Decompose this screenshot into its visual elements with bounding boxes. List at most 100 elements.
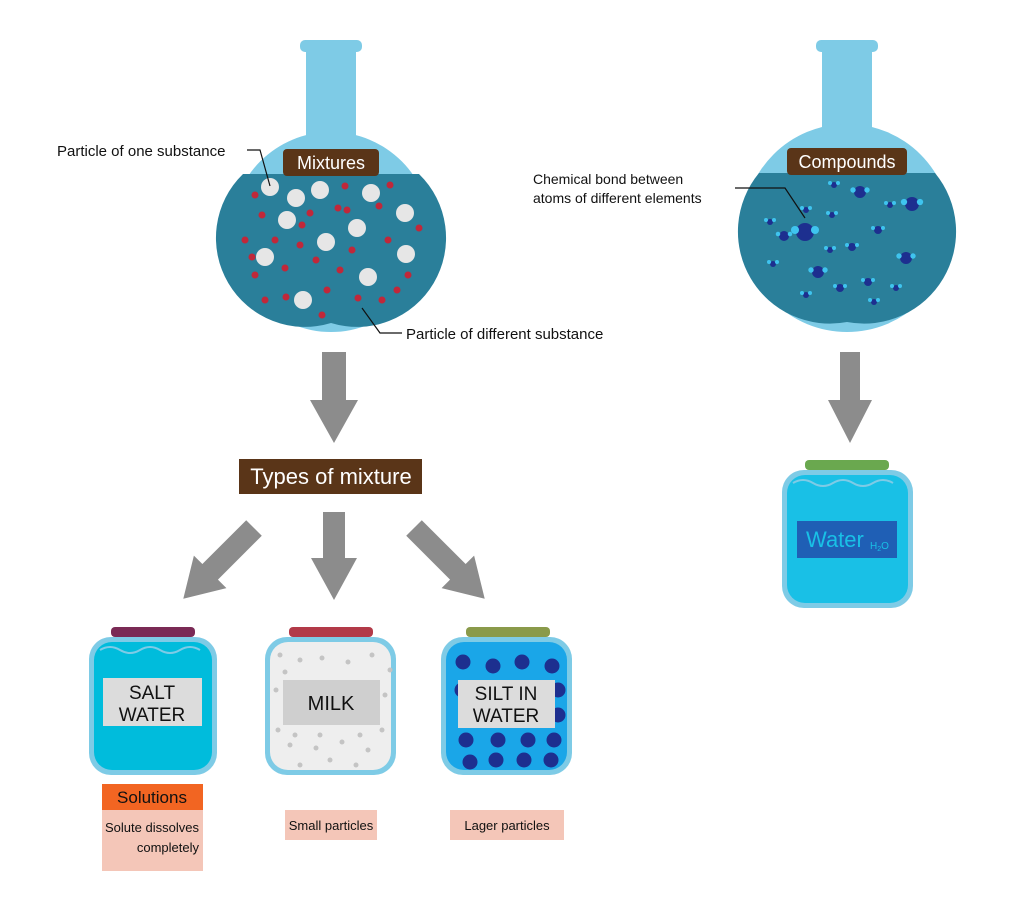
milk-particle <box>387 667 393 673</box>
red-particle <box>248 253 256 261</box>
molecule-atom-light <box>775 231 781 237</box>
red-particle <box>251 271 259 279</box>
arrow-types-right <box>406 520 485 599</box>
molecule-atom <box>854 186 866 198</box>
silt-particle <box>543 752 559 768</box>
molecule-atom-light <box>764 218 768 222</box>
molecule-atom-light <box>808 206 812 210</box>
white-particle <box>348 219 366 237</box>
mixtures-label-box <box>283 149 379 176</box>
molecule-atom-light <box>900 198 908 206</box>
small-particles-box <box>285 810 377 840</box>
solutions-desc-line1: Solute dissolves <box>105 820 199 835</box>
silt-particle <box>516 752 532 768</box>
jar-water-formula: H2O <box>870 541 889 553</box>
red-particle <box>318 311 326 319</box>
silt-particle <box>544 658 560 674</box>
molecule-atom <box>803 292 809 298</box>
compounds-label: Compounds <box>798 152 895 172</box>
milk-particle <box>379 727 385 733</box>
mixtures-flask-neck <box>306 48 356 143</box>
molecule-atom-light <box>787 231 793 237</box>
molecule-atom-light <box>767 260 771 264</box>
molecule-atom-light <box>800 206 804 210</box>
compounds-label-box <box>787 148 907 175</box>
white-particle <box>362 184 380 202</box>
silt-particle <box>458 732 474 748</box>
milk-particle <box>382 692 388 698</box>
milk-particle <box>277 652 283 658</box>
callout-particle-one-line <box>247 149 271 187</box>
arrow-types-left <box>183 520 262 599</box>
silt-particle <box>455 654 471 670</box>
white-particle <box>311 181 329 199</box>
red-particle <box>261 296 269 304</box>
solutions-desc-box <box>102 810 203 871</box>
callout-chemical-bond-pointer <box>735 187 806 219</box>
arrow-types-middle <box>311 512 357 600</box>
molecule-atom <box>864 278 872 286</box>
types-of-mixture-title: Types of mixture <box>250 464 411 489</box>
molecule-atom-light <box>861 278 865 282</box>
molecule-atom-light <box>834 211 838 215</box>
molecule-atom-light <box>832 246 836 250</box>
molecule-atom-light <box>775 260 779 264</box>
jar-silt-label-line1: SILT IN <box>475 684 538 705</box>
molecule-atom-light <box>864 187 870 193</box>
milk-particle <box>357 732 363 738</box>
mixtures-flask-liquid <box>215 174 447 327</box>
captions: Solutions Solute dissolves completely Sm… <box>102 784 564 871</box>
white-particle <box>294 291 312 309</box>
red-particle <box>251 191 259 199</box>
molecule-atom <box>796 223 814 241</box>
red-particle <box>312 256 320 264</box>
jar-milk-particles <box>273 652 393 768</box>
arrow-compounds-down <box>828 352 872 443</box>
callout-particle-different-substance: Particle of different substance <box>406 326 603 343</box>
red-particle <box>258 211 266 219</box>
silt-particle <box>514 654 530 670</box>
red-particle <box>386 181 394 189</box>
white-particle <box>287 189 305 207</box>
molecule-atom-light <box>892 201 896 205</box>
arrows <box>183 352 872 600</box>
molecule-atom-light <box>868 298 872 302</box>
molecule-atom <box>900 252 912 264</box>
silt-particle <box>546 732 562 748</box>
red-particle <box>415 224 423 232</box>
red-particle <box>298 221 306 229</box>
jar-salt-water: SALT WATER <box>89 627 217 775</box>
red-particle <box>336 266 344 274</box>
solutions-title: Solutions <box>117 788 187 807</box>
molecule-atom-light <box>808 291 812 295</box>
silt-particle <box>490 732 506 748</box>
molecule-atom-light <box>772 218 776 222</box>
milk-particle <box>317 732 323 738</box>
molecule-atom-light <box>843 284 847 288</box>
white-particle <box>317 233 335 251</box>
jar-water-label-box <box>797 521 897 558</box>
mixtures-flask: Mixtures <box>215 40 447 332</box>
milk-particle <box>339 739 345 745</box>
molecule-atom <box>848 243 856 251</box>
molecule-atom-light <box>910 253 916 259</box>
types-of-mixture-box <box>239 459 422 494</box>
callout-particle-one-substance: Particle of one substance <box>57 143 225 160</box>
jar-salt-water-label-line1: SALT <box>129 683 176 704</box>
molecule-atom <box>827 247 833 253</box>
molecule-atom-light <box>833 284 837 288</box>
molecule-atom <box>887 202 893 208</box>
molecule-atom-light <box>824 246 828 250</box>
red-particle <box>241 236 249 244</box>
molecule-atom-light <box>890 284 894 288</box>
lager-particles-box <box>450 810 564 840</box>
molecule-atom <box>836 284 844 292</box>
red-particle <box>271 236 279 244</box>
milk-particle <box>327 757 333 763</box>
jar-silt-label-line2: WATER <box>473 706 540 727</box>
molecule-atom-light <box>898 284 902 288</box>
jar-silt-in-water: SILT IN WATER <box>441 627 572 775</box>
callout-chemical-bond-line1: Chemical bond between <box>533 171 683 187</box>
red-particle <box>375 202 383 210</box>
